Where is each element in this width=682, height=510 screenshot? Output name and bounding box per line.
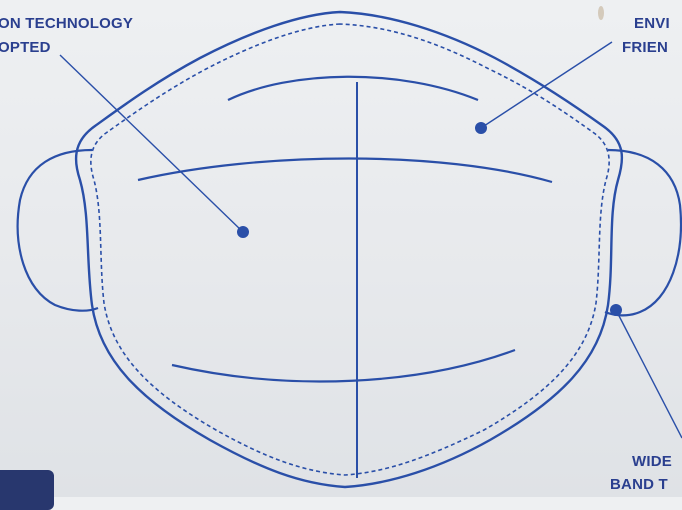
lower-fold-line — [172, 350, 515, 381]
callout-dot-ear — [610, 304, 622, 316]
label-bottom-right-line2: BAND T — [610, 475, 668, 495]
nose-fold-line — [228, 77, 478, 100]
label-top-right-line2: FRIEN — [622, 38, 668, 58]
upper-fold-line — [138, 159, 552, 183]
label-top-left-line2: OPTED — [0, 38, 51, 58]
label-top-right-line1: ENVI — [634, 14, 670, 34]
label-bottom-right-line1: WIDE — [632, 452, 672, 472]
callout-dot-left — [237, 226, 249, 238]
leader-line-bottom-right — [616, 310, 682, 438]
paper-smudge — [598, 6, 604, 20]
leader-line-top-right — [481, 42, 612, 128]
label-top-left-line1: ON TECHNOLOGY — [0, 14, 133, 34]
mask-diagram — [0, 0, 682, 497]
cut-off-logo-mark — [0, 470, 54, 510]
mask-stitch-outline — [91, 24, 609, 475]
leader-line-top-left — [60, 55, 243, 232]
right-ear-loop — [605, 150, 681, 315]
mask-outline — [76, 12, 622, 487]
callout-dot-right — [475, 122, 487, 134]
